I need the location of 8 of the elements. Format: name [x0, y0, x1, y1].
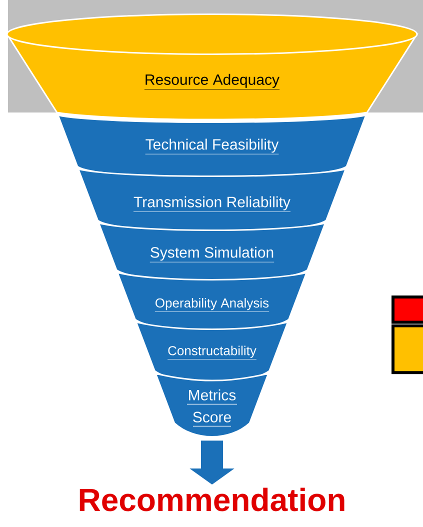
funnel-band: Operability Analysis	[116, 272, 308, 332]
funnel-band: Technical Feasibility	[57, 114, 367, 178]
funnel-band: Resource Adequacy	[6, 13, 418, 120]
funnel-band: System Simulation	[98, 222, 326, 282]
funnel-band: Constructability	[135, 321, 289, 383]
funnel-band: Metrics Score	[154, 372, 270, 438]
result-text: Recommendation	[80, 488, 344, 512]
funnel-band: Transmission Reliability	[78, 168, 346, 232]
